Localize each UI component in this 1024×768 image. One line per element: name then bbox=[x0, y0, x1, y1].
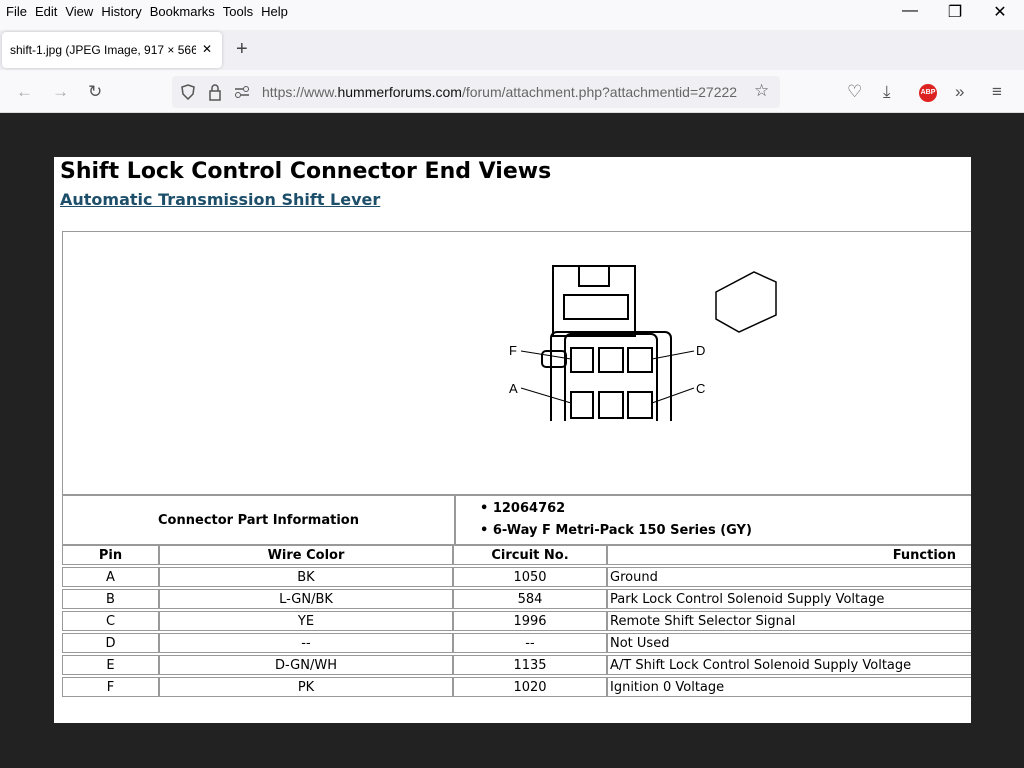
url-bar[interactable]: https://www.hummerforums.com/forum/attac… bbox=[172, 76, 780, 108]
reload-icon[interactable]: ↻ bbox=[88, 82, 103, 101]
menu-bookmarks[interactable]: Bookmarks bbox=[149, 3, 215, 19]
table-cell: 1996 bbox=[453, 611, 607, 631]
connector-info: • 12064762 • 6-Way F Metri-Pack 150 Seri… bbox=[455, 495, 971, 545]
diagram-cell: F D A C bbox=[62, 231, 971, 495]
column-header: Function bbox=[607, 545, 971, 565]
table-cell: BK bbox=[159, 567, 453, 587]
tab-bar: shift-1.jpg (JPEG Image, 917 × 566 p ✕ + bbox=[0, 30, 1024, 70]
column-header: Wire Color bbox=[159, 545, 453, 565]
menu-view[interactable]: View bbox=[65, 3, 94, 19]
extensions-overflow-icon[interactable]: » bbox=[955, 82, 965, 101]
menu-icon[interactable]: ≡ bbox=[992, 82, 1002, 101]
table-cell: YE bbox=[159, 611, 453, 631]
table-cell: PK bbox=[159, 677, 453, 697]
info-part-number: • 12064762 bbox=[480, 501, 566, 516]
download-icon[interactable]: ⤓ bbox=[883, 82, 891, 101]
subtitle-link: Automatic Transmission Shift Lever bbox=[60, 190, 381, 209]
table-cell: C bbox=[62, 611, 159, 631]
column-header: Circuit No. bbox=[453, 545, 607, 565]
image-viewer: Shift Lock Control Connector End Views A… bbox=[0, 113, 1024, 768]
menu-tools[interactable]: Tools bbox=[222, 3, 254, 19]
page-title: Shift Lock Control Connector End Views bbox=[60, 159, 552, 184]
new-tab-button[interactable]: + bbox=[236, 38, 248, 60]
close-tab-icon[interactable]: ✕ bbox=[201, 42, 213, 56]
table-cell: A bbox=[62, 567, 159, 587]
menu-help[interactable]: Help bbox=[261, 3, 288, 19]
table-cell: A/T Shift Lock Control Solenoid Supply V… bbox=[607, 655, 971, 675]
adblock-icon[interactable]: ABP bbox=[919, 84, 937, 102]
bookmark-star-icon[interactable]: ☆ bbox=[754, 81, 770, 100]
table-cell: F bbox=[62, 677, 159, 697]
connector-info-label: Connector Part Information bbox=[62, 495, 455, 545]
table-cell: 1050 bbox=[453, 567, 607, 587]
table-cell: 1020 bbox=[453, 677, 607, 697]
tab-title: shift-1.jpg (JPEG Image, 917 × 566 p bbox=[10, 43, 196, 57]
back-icon[interactable]: ← bbox=[16, 82, 33, 101]
tab-image[interactable]: shift-1.jpg (JPEG Image, 917 × 566 p ✕ bbox=[2, 32, 222, 68]
connector-diagram: F D A C bbox=[509, 265, 777, 421]
table-cell: B bbox=[62, 589, 159, 609]
table-cell: E bbox=[62, 655, 159, 675]
nav-bar: ← → ↻ https://www.hummerforums.com/forum… bbox=[0, 72, 1024, 113]
pin-label-c: C bbox=[696, 381, 705, 396]
table-cell: -- bbox=[453, 633, 607, 653]
pin-label-f: F bbox=[509, 343, 517, 358]
forward-icon[interactable]: → bbox=[52, 82, 69, 101]
table-cell: Remote Shift Selector Signal bbox=[607, 611, 971, 631]
permissions-icon[interactable] bbox=[234, 85, 250, 99]
pin-label-d: D bbox=[696, 343, 705, 358]
maximize-button[interactable]: ❐ bbox=[947, 4, 963, 21]
table-cell: D bbox=[62, 633, 159, 653]
table-cell: -- bbox=[159, 633, 453, 653]
minimize-button[interactable]: — bbox=[902, 2, 918, 19]
table-cell: D-GN/WH bbox=[159, 655, 453, 675]
close-window-button[interactable]: ✕ bbox=[993, 4, 1007, 21]
menu-history[interactable]: History bbox=[101, 3, 142, 19]
lock-icon[interactable] bbox=[208, 83, 222, 101]
table-cell: 1135 bbox=[453, 655, 607, 675]
table-cell: Not Used bbox=[607, 633, 971, 653]
table-cell: L-GN/BK bbox=[159, 589, 453, 609]
table-cell: Park Lock Control Solenoid Supply Voltag… bbox=[607, 589, 971, 609]
menu-bar: File Edit View History Bookmarks Tools H… bbox=[0, 0, 600, 22]
table-cell: Ignition 0 Voltage bbox=[607, 677, 971, 697]
menu-file[interactable]: File bbox=[6, 3, 27, 19]
pin-label-a: A bbox=[509, 381, 518, 396]
info-series: • 6-Way F Metri-Pack 150 Series (GY) bbox=[480, 523, 752, 538]
url-text[interactable]: https://www.hummerforums.com/forum/attac… bbox=[262, 84, 738, 100]
menu-edit[interactable]: Edit bbox=[34, 3, 58, 19]
shield-icon[interactable] bbox=[180, 84, 196, 100]
table-cell: 584 bbox=[453, 589, 607, 609]
column-header: Pin bbox=[62, 545, 159, 565]
table-cell: Ground bbox=[607, 567, 971, 587]
connector-image[interactable]: Shift Lock Control Connector End Views A… bbox=[54, 157, 971, 723]
pocket-icon[interactable]: ♡ bbox=[847, 82, 863, 101]
